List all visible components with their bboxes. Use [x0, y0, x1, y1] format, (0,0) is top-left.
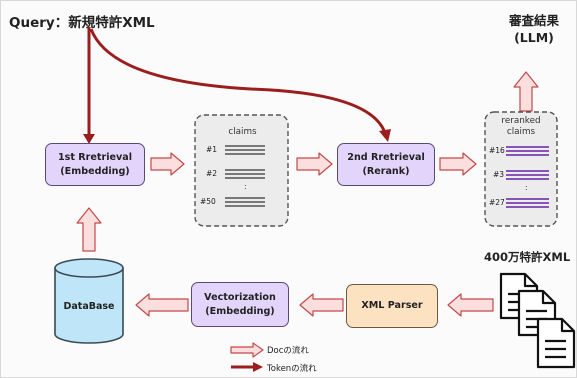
legend-token-flow: Tokenの流れ — [267, 364, 317, 374]
doc-arrow-second-to-reranked — [439, 152, 477, 176]
xml-parser-box: XML Parser — [346, 284, 438, 328]
legend-doc-flow: Docの流れ — [267, 346, 309, 356]
token-arrow-head-first — [83, 134, 95, 144]
claims-item-ellipsis: : — [244, 182, 247, 191]
query-label: Query： — [9, 15, 69, 31]
doc-arrow-docs-to-parser — [447, 293, 494, 317]
doc-arrow-vector-to-db — [135, 293, 189, 317]
reranked-title-line1: reranked — [501, 116, 541, 126]
token-arrow-to-second — [89, 28, 387, 134]
reranked-item-16: #16 — [489, 146, 505, 155]
result-line2: (LLM) — [514, 30, 554, 45]
first-retrieval-line1: 1st Rretrieval — [57, 151, 133, 163]
doc-arrow-db-to-first — [76, 207, 102, 252]
doc-arrow-first-to-claims — [150, 152, 185, 176]
first-retrieval-box: 1st Rretrieval (Embedding) — [45, 143, 145, 186]
result-title: 審査結果 (LLM) — [498, 12, 570, 46]
database-cylinder — [54, 258, 124, 344]
xml-parser-label: XML Parser — [361, 300, 423, 311]
claims-item-1: #1 — [206, 145, 218, 154]
first-retrieval-line2: (Embedding) — [60, 165, 130, 177]
reranked-title-line2: claims — [506, 127, 536, 137]
reranked-item-3: #3 — [493, 170, 505, 179]
reranked-list-title: reranked claims — [493, 116, 549, 138]
claims-item-2: #2 — [206, 169, 218, 178]
doc-arrow-claims-to-second — [296, 152, 333, 176]
token-arrow-head-second — [379, 129, 391, 142]
second-retrieval-line1: 2nd Rretrieval — [347, 151, 425, 163]
database-label: DataBase — [63, 301, 115, 312]
second-retrieval-box: 2nd Rretrieval (Rerank) — [337, 143, 435, 186]
legend-token-arrow-head — [253, 362, 263, 372]
doc-arrow-to-result — [513, 71, 539, 112]
reranked-item-27: #27 — [489, 198, 505, 207]
vectorization-line2: (Embedding) — [205, 305, 275, 317]
claims-list-title: claims — [228, 127, 257, 137]
legend-doc-arrow — [230, 342, 264, 358]
doc-arrow-parser-to-vector — [299, 293, 344, 317]
document-icons — [499, 272, 576, 369]
reranked-item-ellipsis: : — [525, 183, 528, 192]
vectorization-box: Vectorization (Embedding) — [191, 282, 289, 327]
reranked-list-box — [484, 111, 558, 227]
claims-item-50: #50 — [200, 197, 216, 206]
vectorization-line1: Vectorization — [204, 291, 276, 303]
second-retrieval-line2: (Rerank) — [362, 165, 410, 177]
result-line1: 審査結果 — [508, 13, 559, 28]
patent-docs-label: 400万特許XML — [484, 250, 571, 264]
